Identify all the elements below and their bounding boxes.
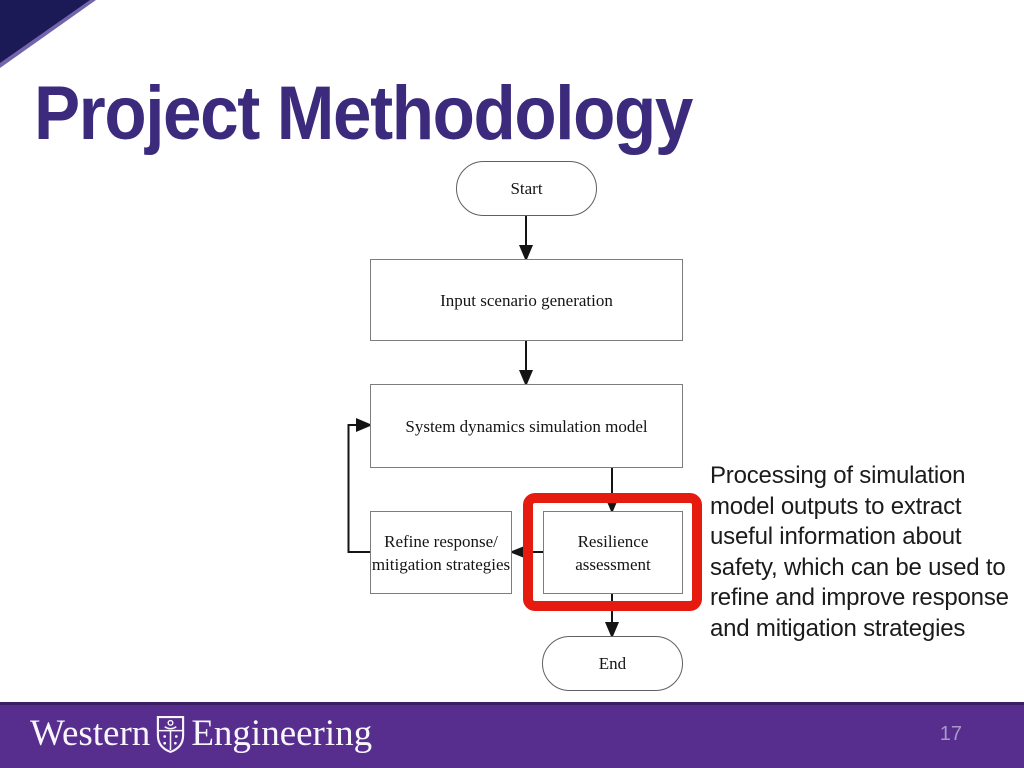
node-system-label: System dynamics simulation model <box>405 416 648 436</box>
annotation-line: refine and improve response <box>710 584 1009 611</box>
arrowhead-refine-to-system <box>356 417 373 433</box>
feedback-loop-line <box>347 424 370 553</box>
annotation-line: useful information about <box>710 523 962 550</box>
annotation-text-block: Processing of simulation model outputs t… <box>710 461 1016 644</box>
highlight-frame-resilience <box>523 493 702 611</box>
arrowhead-start-to-input <box>518 245 534 262</box>
node-resilience-label-line2: assessment <box>575 554 651 574</box>
flowchart-node-start: Start <box>456 161 597 216</box>
brand-engineering-label: Engineering <box>191 712 373 754</box>
flowchart-node-system-dynamics: System dynamics simulation model <box>370 384 683 468</box>
page-title: Project Methodology <box>34 71 693 156</box>
western-crest-icon <box>157 715 185 753</box>
footer-brand: Western Engineering <box>30 705 372 768</box>
annotation-line: model outputs to extract <box>710 492 962 520</box>
flowchart-node-end: End <box>542 636 683 691</box>
annotation-line: safety, which can be used to <box>710 553 1006 581</box>
brand-western-label: Western <box>30 712 151 754</box>
node-start-label: Start <box>510 179 543 198</box>
page-number: 17 <box>939 723 962 745</box>
annotation-line: and mitigation strategies <box>710 614 966 642</box>
node-refine-label-line1: Refine response/ <box>384 531 498 551</box>
corner-accent-triangle <box>0 0 96 68</box>
arrowhead-input-to-system <box>518 370 534 387</box>
node-end-label: End <box>598 654 627 673</box>
flowchart-node-resilience-assessment: Resilience assessment <box>543 511 683 594</box>
flowchart-node-refine-strategies: Refine response/ mitigation strategies <box>370 511 512 594</box>
footer-bar: Western Engineering 17 <box>0 702 1024 768</box>
node-resilience-label-line1: Resilience <box>577 531 649 551</box>
arrowhead-resilience-to-end <box>604 622 620 639</box>
flowchart-node-input-scenario: Input scenario generation <box>370 259 683 341</box>
node-input-label: Input scenario generation <box>440 290 613 310</box>
node-refine-label-line2: mitigation strategies <box>371 554 511 574</box>
annotation-line: Processing of simulation <box>710 462 966 489</box>
